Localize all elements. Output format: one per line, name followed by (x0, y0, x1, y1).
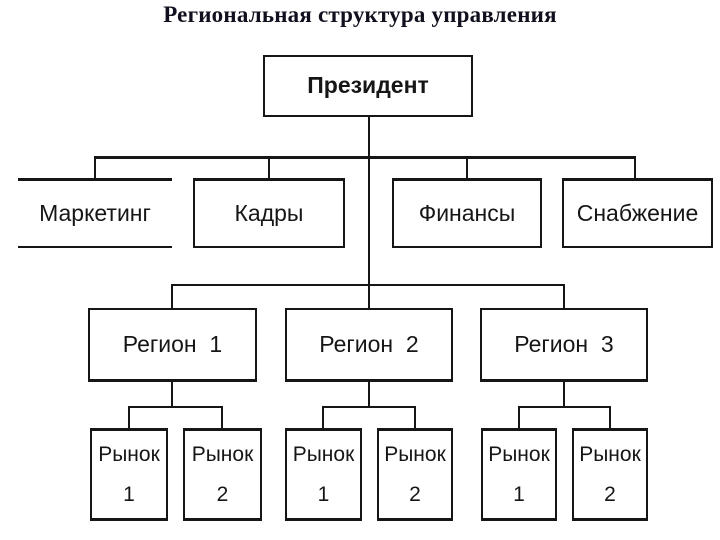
connector-drop-market-1-1 (128, 407, 130, 428)
connector-region3-trunk (563, 382, 565, 407)
connector-drop-market-1-2 (221, 407, 223, 428)
node-market-1-2: Рынок 2 (183, 428, 262, 521)
connector-markets-bus-3 (518, 406, 611, 408)
node-finansy-label: Финансы (418, 199, 516, 226)
market-number: 1 (123, 482, 135, 506)
page-title: Региональная структура управления (163, 2, 557, 27)
connector-drop-market-2-1 (322, 407, 324, 428)
node-market-3-1: Рынок 1 (481, 428, 557, 521)
connector-departments-bus (94, 156, 636, 159)
node-region-2: Регион 2 (285, 308, 453, 382)
node-market-2-1: Рынок 1 (285, 428, 362, 521)
node-snabzhenie: Снабжение (562, 178, 713, 248)
node-region-2-label: Регион 2 (319, 330, 419, 357)
node-region-1-label: Регион 1 (122, 330, 223, 357)
node-president: Президент (263, 55, 473, 117)
node-kadry-label: Кадры (234, 199, 304, 226)
connector-president-trunk (368, 117, 370, 308)
market-number: 2 (216, 482, 229, 506)
connector-markets-bus-1 (128, 406, 223, 408)
market-number: 2 (409, 482, 421, 506)
node-market-2-2: Рынок 2 (377, 428, 453, 521)
node-market-2-2-label: Рынок 2 (384, 435, 446, 515)
node-market-2-1-label: Рынок 1 (293, 435, 355, 515)
node-snabzhenie-label: Снабжение (576, 199, 699, 226)
node-kadry: Кадры (193, 178, 345, 248)
market-name: Рынок (292, 442, 355, 466)
node-market-1-1-label: Рынок 1 (98, 435, 160, 515)
node-marketing: Маркетинг (18, 178, 172, 248)
node-president-label: Президент (307, 72, 429, 99)
node-market-3-1-label: Рынок 1 (488, 435, 550, 515)
connector-drop-kadry (268, 157, 270, 180)
market-name: Рынок (191, 442, 254, 466)
node-finansy: Финансы (392, 178, 542, 248)
market-name: Рынок (98, 442, 160, 466)
connector-regions-bus (171, 284, 565, 286)
market-number: 1 (317, 482, 330, 506)
node-region-3: Регион 3 (480, 308, 648, 382)
connector-markets-bus-2 (322, 406, 416, 408)
market-number: 1 (513, 482, 525, 506)
node-region-1: Регион 1 (88, 308, 257, 382)
node-market-3-2-label: Рынок 2 (579, 435, 641, 515)
connector-region2-trunk (368, 382, 370, 407)
connector-drop-region1 (171, 284, 173, 308)
connector-drop-finansy (466, 157, 468, 180)
connector-drop-market-2-2 (414, 407, 416, 428)
connector-drop-market-3-2 (609, 407, 611, 428)
node-marketing-label: Маркетинг (39, 199, 151, 226)
node-region-3-label: Регион 3 (514, 330, 614, 357)
node-market-1-1: Рынок 1 (90, 428, 168, 521)
connector-drop-market-3-1 (518, 407, 520, 428)
market-name: Рынок (384, 442, 446, 466)
market-name: Рынок (579, 442, 641, 466)
connector-drop-region3 (563, 284, 565, 308)
market-name: Рынок (488, 442, 550, 466)
market-number: 2 (604, 482, 616, 506)
node-market-3-2: Рынок 2 (572, 428, 648, 521)
connector-drop-snab (634, 157, 636, 180)
connector-drop-marketing (94, 157, 96, 180)
connector-region1-trunk (171, 382, 173, 407)
node-market-1-2-label: Рынок 2 (192, 435, 254, 515)
